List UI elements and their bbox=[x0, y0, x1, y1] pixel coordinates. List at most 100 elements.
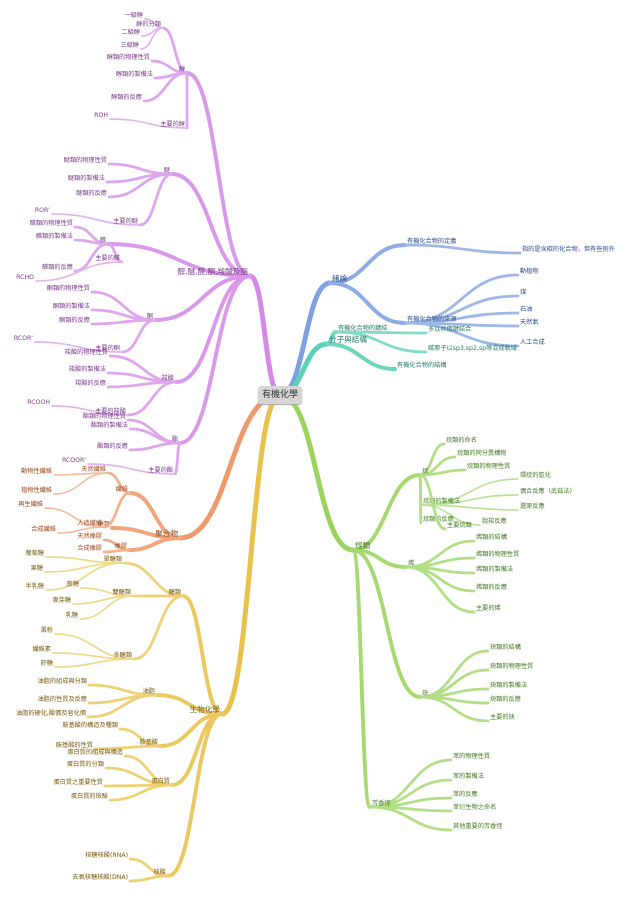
node-b1-5-2-label[interactable]: 酯類的反應 bbox=[97, 442, 128, 450]
node-b1-5-0-label[interactable]: 酯類的物理性質 bbox=[83, 412, 126, 420]
node-b6-2-3-label[interactable]: 炔類的反應 bbox=[490, 695, 521, 703]
node-b6-0-0-label[interactable]: 烷類的命名 bbox=[446, 436, 477, 444]
node-b2-1-0-label[interactable]: 天然纖維 bbox=[81, 465, 106, 473]
node-b1-0-3-label[interactable]: 醇類的反應 bbox=[111, 93, 142, 101]
node-b3-0-2-0-label[interactable]: 澱粉 bbox=[41, 626, 53, 634]
node-b3-0-2-label[interactable]: 多醣類 bbox=[113, 651, 132, 659]
node-b3-0-2-2-label[interactable]: 肝糖 bbox=[41, 659, 53, 667]
node-b4-1-2-label[interactable]: 石油 bbox=[520, 305, 532, 313]
node-b3-1-2-label[interactable]: 油脂的硬化,酸價及皂化價 bbox=[16, 709, 86, 717]
node-b1-4-1-label[interactable]: 羧酸的製備法 bbox=[69, 365, 106, 373]
node-b5-0-label[interactable]: 有機化合物的鍵結 bbox=[338, 324, 388, 332]
node-b6-0-3-2-label[interactable]: 還原反應 bbox=[520, 502, 545, 510]
node-b3-2-label[interactable]: 胺基酸 bbox=[139, 738, 158, 746]
node-b6-0-1-label[interactable]: 烷類的同分異構物 bbox=[457, 449, 507, 457]
node-b3-0-1-label[interactable]: 雙醣類 bbox=[112, 588, 131, 596]
node-b3-1-0-label[interactable]: 油脂的組成與分類 bbox=[38, 677, 88, 685]
node-b1-1-3-label[interactable]: 主要的醚 bbox=[113, 217, 138, 225]
node-b6-3-4-label[interactable]: 其他重要的芳香烴 bbox=[453, 822, 503, 830]
node-b3-3-1-label[interactable]: 蛋白質的分類 bbox=[67, 760, 105, 768]
node-b1-4-2-label[interactable]: 羧酸的反應 bbox=[75, 379, 106, 387]
node-b3-label[interactable]: 生物化學 bbox=[190, 704, 221, 714]
node-b6-2-2-label[interactable]: 炔類的製備法 bbox=[490, 681, 527, 689]
node-b3-4-0-label[interactable]: 核糖核酸(RNA) bbox=[85, 851, 128, 859]
node-b1-0-label[interactable]: 醇 bbox=[179, 65, 185, 73]
node-b3-2-1-label[interactable]: 胺基酸的性質 bbox=[56, 741, 93, 749]
node-b1-3-0-label[interactable]: 酮類的物理性質 bbox=[47, 284, 90, 292]
node-b4-label[interactable]: 緒論 bbox=[332, 273, 348, 283]
node-b3-0-2-1-label[interactable]: 纖維素 bbox=[32, 645, 51, 653]
node-b3-4-label[interactable]: 核酸 bbox=[154, 868, 166, 876]
node-b2-2-0-label[interactable]: 天然橡膠 bbox=[77, 532, 102, 540]
node-b3-0-1-2-label[interactable]: 乳糖 bbox=[66, 611, 78, 619]
node-b1-4-3-0-label[interactable]: RCOOH bbox=[27, 399, 50, 406]
node-b6-2-label[interactable]: 炔 bbox=[422, 689, 428, 697]
node-b1-5-3-0-label[interactable]: RCOOR' bbox=[62, 457, 86, 464]
node-b1-3-1-label[interactable]: 酮類的製備法 bbox=[53, 302, 90, 310]
node-b1-4-label[interactable]: 羧酸 bbox=[162, 374, 174, 382]
node-b2-2-1-label[interactable]: 合成橡膠 bbox=[77, 544, 102, 552]
node-b2-0-label[interactable]: 醣類 bbox=[98, 520, 111, 528]
node-b1-3-2-label[interactable]: 酮類的反應 bbox=[59, 316, 90, 324]
node-b6-3-3-label[interactable]: 苯衍生物之命名 bbox=[453, 803, 496, 811]
node-b1-2-0-label[interactable]: 醛類的物理性質 bbox=[30, 219, 73, 227]
node-b6-1-2-label[interactable]: 烯類的製備法 bbox=[476, 565, 513, 573]
node-b3-0-1-1-label[interactable]: 麥芽糖 bbox=[52, 596, 71, 604]
node-b2-1-1-1-label[interactable]: 合成纖維 bbox=[31, 525, 56, 533]
node-b1-4-3-label[interactable]: 主要的羧酸 bbox=[95, 407, 126, 415]
node-b3-3-2-label[interactable]: 蛋白質之重要性質 bbox=[54, 778, 104, 786]
node-b6-1-0-label[interactable]: 烯類的結構 bbox=[476, 533, 507, 541]
node-b3-4-1-label[interactable]: 去氧核糖核酸(DNA) bbox=[72, 873, 128, 881]
node-b2-1-1-0-label[interactable]: 再生纖維 bbox=[18, 500, 43, 508]
node-b6-1-label[interactable]: 烯 bbox=[408, 559, 414, 567]
node-b1-0-0-label[interactable]: 醇的分類 bbox=[136, 20, 162, 28]
node-b4-1-label[interactable]: 有機化合物的來源 bbox=[407, 315, 457, 323]
node-b6-2-1-label[interactable]: 炔類的物理性質 bbox=[490, 662, 533, 670]
node-b6-3-label[interactable]: 芳香烴 bbox=[372, 799, 391, 807]
node-b1-0-4-label[interactable]: 主要的醇 bbox=[160, 120, 185, 128]
node-b3-0-0-label[interactable]: 單醣類 bbox=[103, 555, 122, 563]
node-b6-0-label[interactable]: 烷 bbox=[422, 467, 428, 475]
node-b1-5-3-label[interactable]: 主要的酯 bbox=[148, 466, 173, 474]
node-b3-0-0-0-label[interactable]: 葡萄糖 bbox=[25, 549, 44, 557]
node-b3-3-label[interactable]: 蛋白質 bbox=[151, 777, 170, 785]
node-b4-1-1-label[interactable]: 煤 bbox=[520, 288, 526, 296]
node-b1-0-4-0-label[interactable]: ROH bbox=[94, 112, 108, 119]
node-b2-2-label[interactable]: 橡膠 bbox=[115, 542, 127, 550]
node-b5-1-label[interactable]: 有機化合物的結構 bbox=[397, 361, 447, 369]
node-b1-0-2-label[interactable]: 醇類的製備法 bbox=[116, 70, 153, 78]
node-b3-3-0-label[interactable]: 蛋白質的組成與構造 bbox=[67, 748, 123, 756]
node-b4-0-label[interactable]: 有機化合物的定義 bbox=[407, 237, 457, 245]
node-b1-1-2-label[interactable]: 醚類的反應 bbox=[76, 189, 107, 197]
node-b3-0-1-0-label[interactable]: 蔗糖 bbox=[67, 580, 79, 588]
node-b3-1-1-label[interactable]: 油脂的性質及反應 bbox=[38, 695, 88, 703]
node-b2-1-label[interactable]: 纖維 bbox=[116, 485, 128, 493]
node-b3-0-0-1-label[interactable]: 果糖 bbox=[31, 564, 43, 572]
node-b1-5-1-label[interactable]: 酯類的製備法 bbox=[91, 421, 128, 429]
node-b1-3-label[interactable]: 酮 bbox=[147, 313, 153, 320]
node-b6-0-3-3-label[interactable]: 脫羧反應 bbox=[482, 517, 507, 525]
node-b6-0-2-label[interactable]: 烷類的物理性質 bbox=[467, 462, 510, 470]
node-b5-label[interactable]: 分子與結構 bbox=[329, 334, 367, 344]
node-b3-0-label[interactable]: 醣類 bbox=[169, 588, 182, 596]
node-b1-0-0-2-label[interactable]: 三級醇 bbox=[120, 41, 139, 49]
node-b1-3-3-0-label[interactable]: RCOR' bbox=[14, 335, 33, 342]
node-b2-1-0-1-label[interactable]: 植物性纖維 bbox=[21, 486, 52, 494]
node-b1-4-0-label[interactable]: 羧酸的物理性質 bbox=[65, 348, 108, 356]
node-b6-3-1-label[interactable]: 苯的製備法 bbox=[453, 772, 484, 780]
node-b2-1-0-0-label[interactable]: 動物性纖維 bbox=[21, 467, 52, 475]
node-b6-0-5-label[interactable]: 主要烷類 bbox=[447, 521, 473, 529]
node-b6-label[interactable]: 烴類 bbox=[355, 540, 371, 550]
node-b5-0-1-label[interactable]: 碳原子以sp3,sp2,sp等混成軌域 bbox=[428, 344, 517, 352]
node-b6-1-1-label[interactable]: 烯類的物理性質 bbox=[476, 550, 519, 558]
node-b1-0-0-1-label[interactable]: 二級醇 bbox=[121, 28, 140, 36]
node-b1-0-0-0-label[interactable]: 一級醇 bbox=[124, 11, 143, 19]
node-b6-2-4-label[interactable]: 主要的炔 bbox=[490, 713, 515, 721]
node-b4-1-4-label[interactable]: 人工合成 bbox=[520, 338, 545, 346]
node-b4-0-0-label[interactable]: 指的是含碳的化合物，但有些例外 bbox=[522, 245, 615, 253]
node-b6-1-4-label[interactable]: 主要的烯 bbox=[476, 604, 501, 612]
node-b1-1-label[interactable]: 醚 bbox=[164, 166, 170, 174]
node-b3-3-3-label[interactable]: 蛋白質的檢驗 bbox=[71, 792, 108, 800]
node-b1-3-3-label[interactable]: 主要的酮 bbox=[95, 344, 120, 352]
node-b3-1-label[interactable]: 油脂 bbox=[143, 687, 155, 695]
